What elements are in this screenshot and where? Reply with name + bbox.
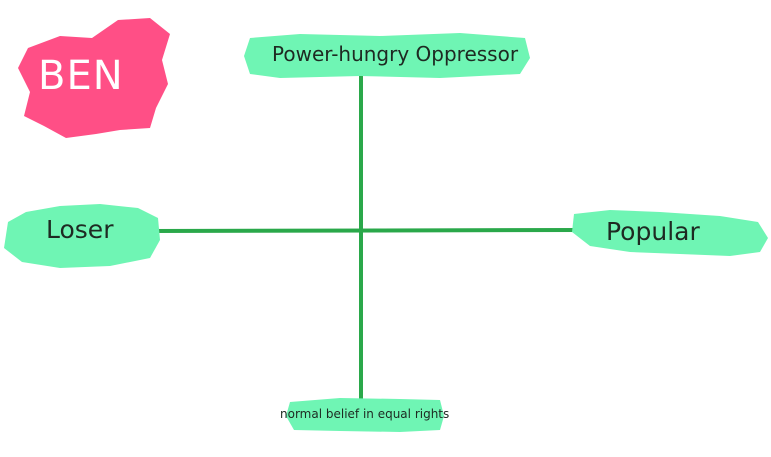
horizontal-axis [149, 228, 581, 233]
axis-label-bottom: normal belief in equal rights [280, 407, 450, 421]
bottom-label-highlight [286, 398, 444, 432]
axis-label-top: Power-hungry Oppressor [272, 42, 519, 66]
subject-name: BEN [38, 53, 124, 99]
axis-label-right: Popular [606, 217, 700, 246]
left-label-highlight [4, 204, 160, 268]
axis-label-left: Loser [46, 215, 114, 244]
name-highlight-blob [18, 18, 170, 138]
right-label-highlight [572, 210, 768, 256]
top-label-highlight [244, 33, 530, 78]
